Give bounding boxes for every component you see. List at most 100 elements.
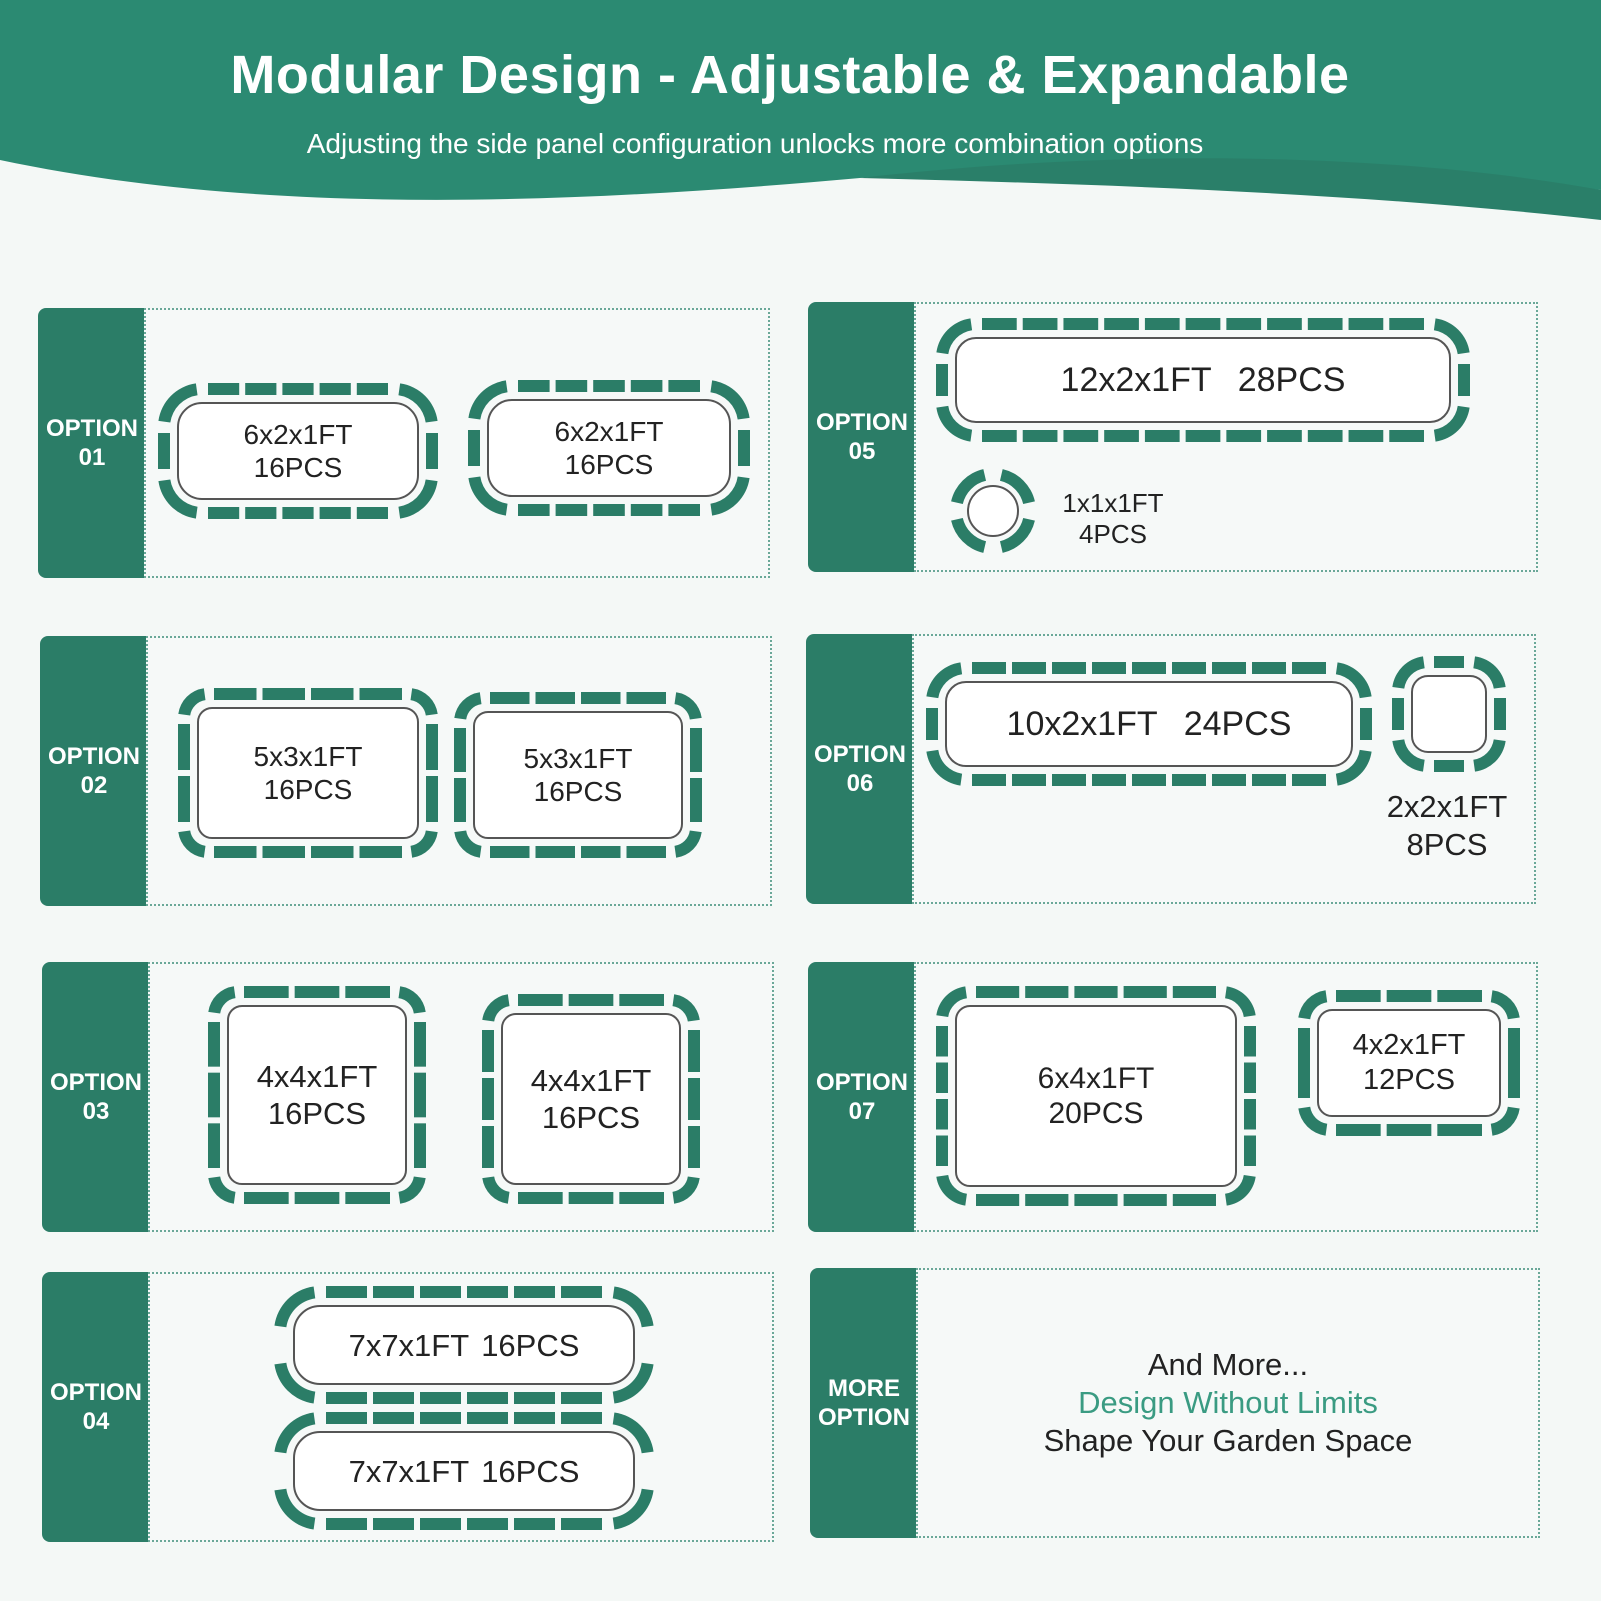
side-panel [738, 430, 750, 466]
side-panel [1052, 662, 1086, 674]
side-panel [373, 1412, 414, 1424]
raised-bed-outline [482, 994, 700, 1204]
side-panel [518, 1192, 563, 1204]
corner-panel [158, 479, 198, 519]
side-panel [581, 692, 621, 704]
side-panel [1092, 662, 1126, 674]
corner-panel [274, 1412, 316, 1454]
raised-bed-outline [274, 1412, 654, 1530]
bed-size-label: 12x2x1FT [1060, 360, 1212, 399]
side-panel [518, 504, 550, 516]
side-panel [1348, 430, 1384, 442]
side-panel [262, 688, 305, 700]
corner-panel [612, 1286, 654, 1328]
side-panel [1307, 430, 1343, 442]
side-panel [976, 986, 1020, 998]
bed-interior [967, 485, 1019, 537]
side-panel [454, 728, 466, 772]
raised-bed-outline [951, 469, 1035, 553]
side-panel [976, 1194, 1020, 1206]
bed-interior [487, 399, 731, 497]
raised-bed-outline [208, 986, 426, 1204]
bed-size-label: 1x1x1FT [1062, 488, 1164, 518]
side-panel [1212, 662, 1246, 674]
bed-size-label: 7x7x1FT [348, 1327, 470, 1363]
side-panel [688, 1078, 700, 1120]
corner-panel [674, 692, 702, 720]
side-panel [326, 1412, 367, 1424]
side-panel [1494, 698, 1506, 730]
side-panel [1389, 430, 1424, 442]
side-panel [1244, 1026, 1256, 1057]
bed-interior [293, 1431, 635, 1511]
corner-panel [951, 517, 987, 553]
bed-size-label: 7x7x1FT [348, 1453, 470, 1489]
side-panel [345, 1192, 390, 1204]
side-panel [245, 507, 277, 519]
side-panel [482, 1078, 494, 1120]
side-panel [1458, 364, 1470, 396]
side-panel [690, 728, 702, 772]
side-panel [420, 1286, 461, 1298]
bed-pcs-label: 4PCS [1079, 519, 1147, 549]
bed-interior [1317, 1009, 1501, 1117]
side-panel [1252, 662, 1286, 674]
corner-panel [410, 688, 438, 716]
bed-pcs-label: 16PCS [267, 1096, 367, 1131]
page-subtitle: Adjusting the side panel configuration u… [306, 128, 1204, 159]
side-panel [426, 776, 438, 822]
raised-bed-outline [926, 662, 1372, 786]
side-panel [1144, 318, 1180, 330]
side-panel [326, 1392, 367, 1404]
side-panel [1244, 1062, 1256, 1093]
bed-size-label: 6x4x1FT [1037, 1062, 1155, 1095]
side-panel [1185, 430, 1221, 442]
bed-pcs-label: 12PCS [1363, 1064, 1455, 1096]
side-panel [420, 1518, 461, 1530]
side-panel [1252, 774, 1286, 786]
side-panel [1267, 318, 1302, 330]
corner-panel [482, 994, 510, 1022]
side-panel [1244, 1135, 1256, 1166]
corner-panel [274, 1362, 316, 1404]
side-panel [282, 507, 314, 519]
bed-pcs-label: 16PCS [541, 1100, 641, 1135]
corner-panel [468, 476, 508, 516]
side-panel [561, 1286, 602, 1298]
corner-panel [1298, 990, 1328, 1020]
side-panel [1144, 430, 1180, 442]
side-panel [1336, 1124, 1381, 1136]
side-panel [518, 994, 563, 1006]
side-panel [1360, 708, 1372, 740]
side-panel [373, 1286, 414, 1298]
corner-panel [1490, 990, 1520, 1020]
side-panel [568, 1192, 614, 1204]
bed-interior [955, 1005, 1237, 1187]
bed-size-label: 6x2x1FT [243, 419, 353, 450]
corner-panel [672, 1176, 700, 1204]
bed-pcs-label: 28PCS [1237, 360, 1346, 399]
side-panel [311, 688, 354, 700]
corner-panel [274, 1488, 316, 1530]
page-title: Modular Design - Adjustable & Expandable [230, 45, 1350, 105]
side-panel [414, 1123, 426, 1168]
corner-panel [672, 994, 700, 1022]
side-panel [514, 1518, 555, 1530]
side-panel [688, 1030, 700, 1072]
corner-panel [936, 986, 967, 1017]
corner-panel [999, 517, 1035, 553]
raised-bed-outline [274, 1286, 654, 1404]
side-panel [1172, 986, 1216, 998]
side-panel [1392, 698, 1404, 730]
side-panel [1437, 990, 1482, 1002]
corner-panel [410, 830, 438, 858]
corner-panel [178, 688, 206, 716]
